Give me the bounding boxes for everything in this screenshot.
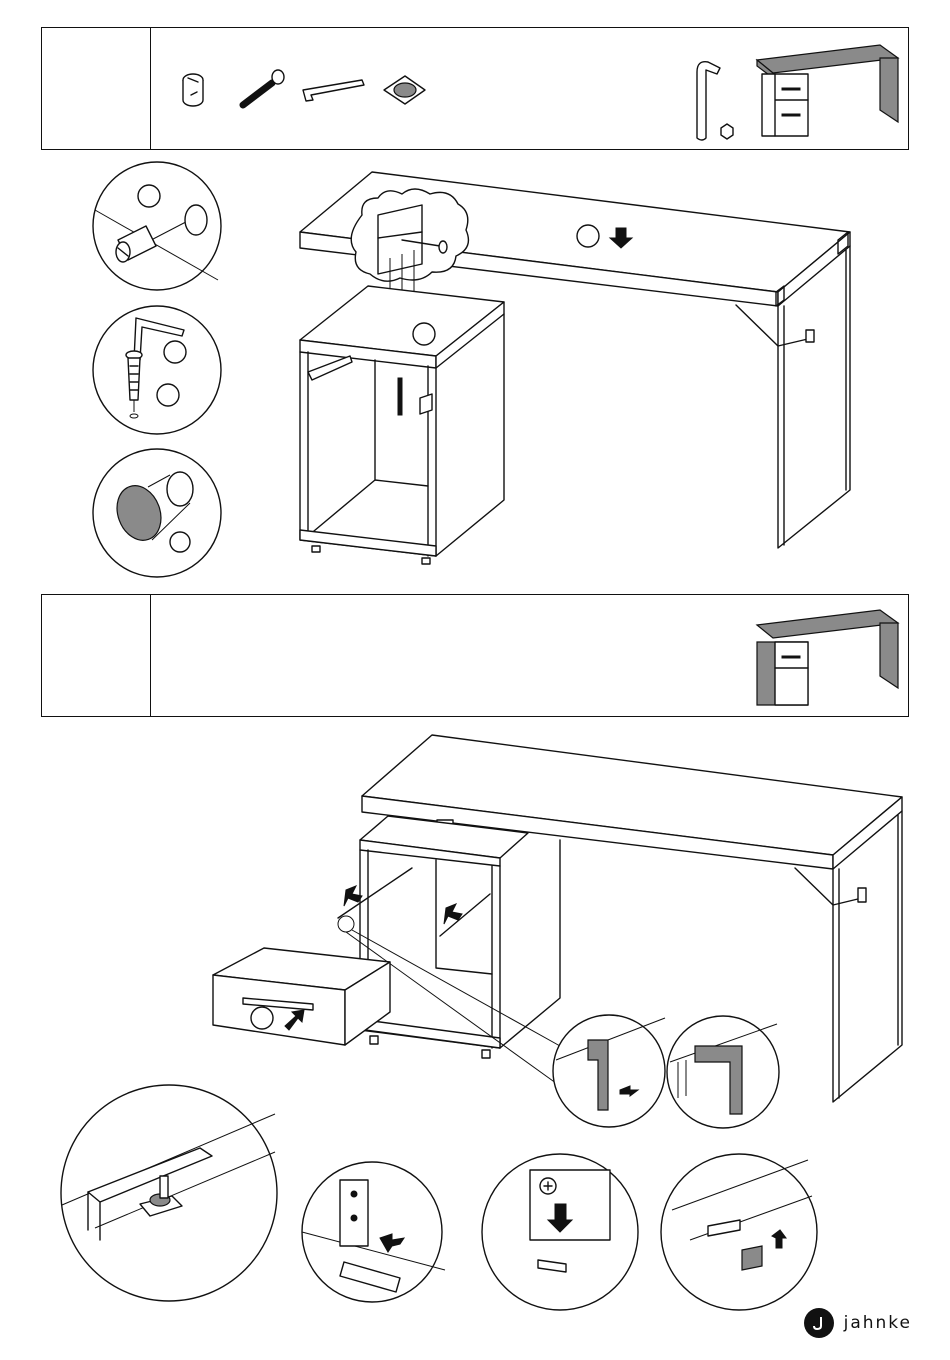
brand-logo-icon	[804, 1308, 834, 1338]
drawer	[213, 948, 390, 1045]
brand-name: Jahnke	[844, 1313, 912, 1333]
arrow-left-icon	[344, 886, 462, 924]
brand-logo: Jahnke	[804, 1308, 912, 1338]
